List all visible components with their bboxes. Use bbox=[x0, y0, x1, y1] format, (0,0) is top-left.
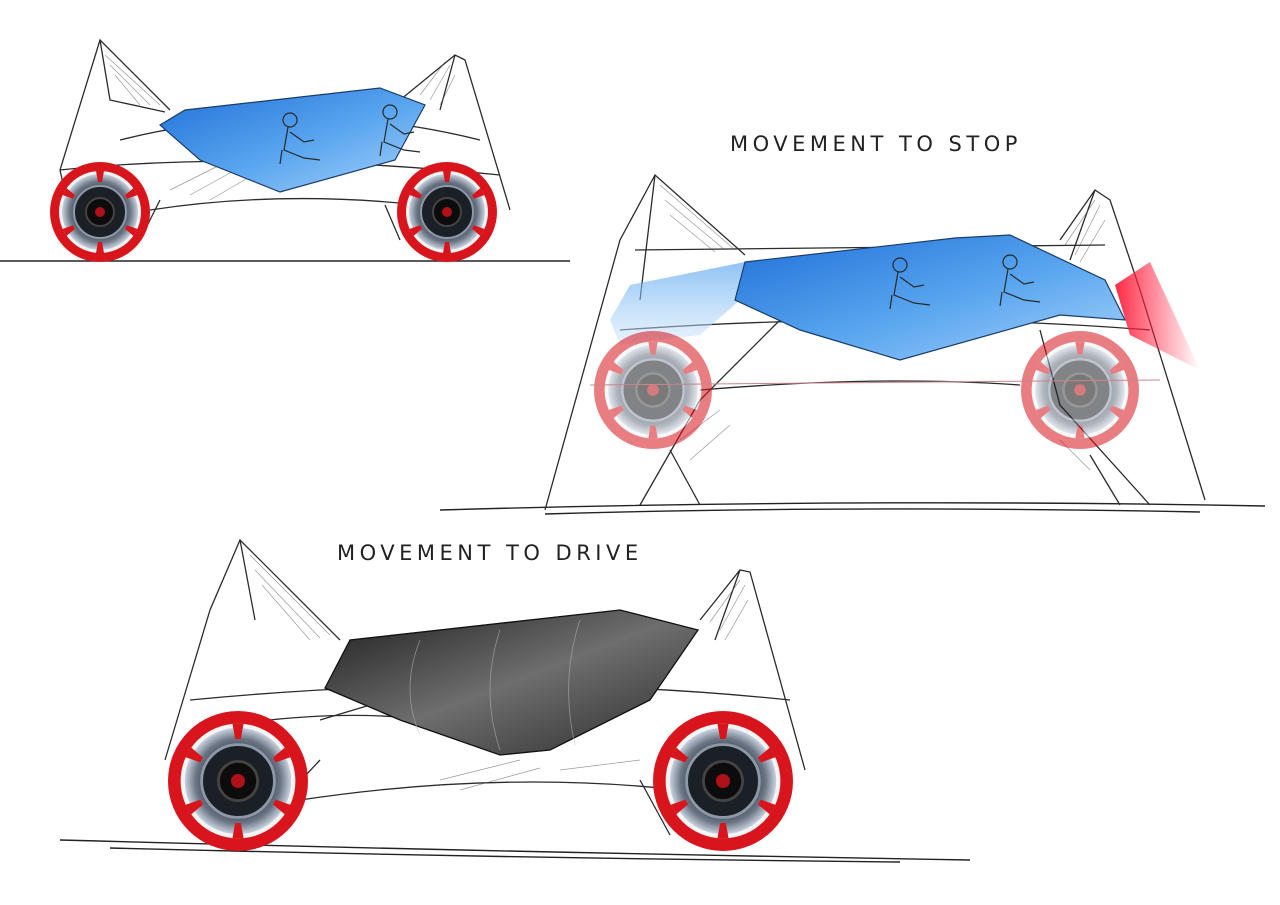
rear-wheel bbox=[651, 709, 795, 853]
canopy-blue bbox=[734, 234, 1127, 361]
canopy-rear-glass bbox=[610, 262, 745, 345]
vehicle-sketch-stop bbox=[439, 173, 1266, 515]
front-wheel bbox=[166, 709, 310, 853]
front-wheel bbox=[49, 161, 151, 263]
brake-light-glow bbox=[1115, 262, 1200, 370]
ground-line bbox=[59, 839, 971, 863]
ground-line bbox=[439, 502, 1266, 515]
rear-wheel bbox=[1019, 329, 1141, 451]
canopy-dark bbox=[324, 609, 700, 756]
caption-movement-to-drive: MOVEMENT TO DRIVE bbox=[337, 541, 643, 565]
caption-movement-to-stop: MOVEMENT TO STOP bbox=[730, 132, 1022, 156]
canopy-blue bbox=[158, 87, 426, 193]
rear-wheel bbox=[396, 161, 498, 263]
vehicle-sketch-neutral bbox=[0, 38, 570, 263]
front-wheel bbox=[592, 329, 714, 451]
vehicle-sketch-drive bbox=[59, 538, 971, 863]
